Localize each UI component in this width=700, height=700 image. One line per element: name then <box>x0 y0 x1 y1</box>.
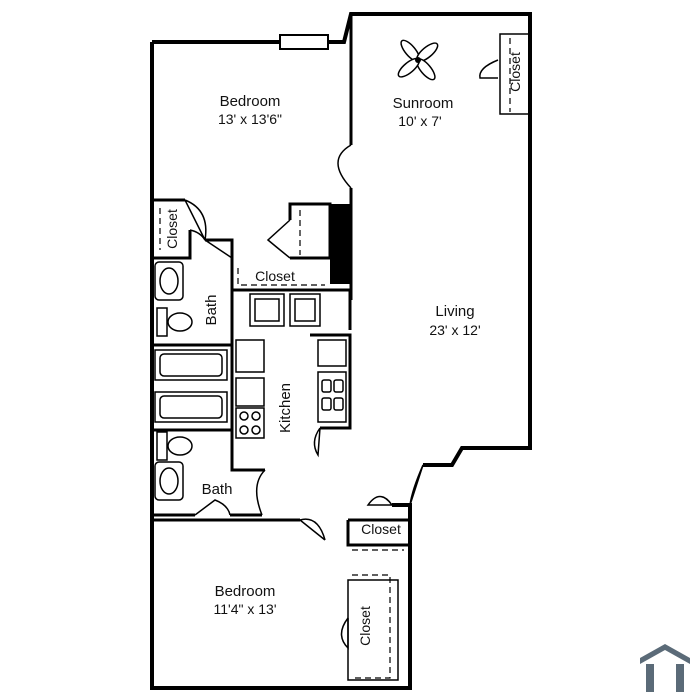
bathtub-lower <box>154 391 228 423</box>
stove <box>235 407 265 439</box>
bedroom2-size: 11'4" x 13' <box>214 601 277 617</box>
closet-hall-label: Closet <box>255 268 295 284</box>
labels: Bedroom 13' x 13'6" Sunroom 10' x 7' Liv… <box>164 52 523 646</box>
closet-bedroom1-side-label: Closet <box>164 209 180 249</box>
refrigerator <box>235 339 265 373</box>
bedroom1-size: 13' x 13'6" <box>218 111 282 127</box>
interior-walls <box>150 14 410 547</box>
closet-details <box>159 33 531 681</box>
kitchen-name: Kitchen <box>277 383 294 433</box>
toilet-upper <box>156 307 193 337</box>
kitchen-counter-left <box>235 377 265 407</box>
bathtub-upper <box>154 349 228 381</box>
sunroom-size: 10' x 7' <box>398 113 441 129</box>
closet-bedroom2-label: Closet <box>357 606 373 646</box>
living-size: 23' x 12' <box>429 322 480 338</box>
ceiling-fan-icon <box>397 39 439 81</box>
doors <box>184 59 499 650</box>
exterior-walls <box>150 12 532 690</box>
living-name: Living <box>435 303 474 320</box>
closet-sunroom-label: Closet <box>507 52 523 92</box>
toilet-lower <box>156 431 193 461</box>
bath-lower-name: Bath <box>202 481 233 498</box>
sunroom-name: Sunroom <box>393 95 454 112</box>
fixtures <box>154 261 347 501</box>
home-icon <box>640 644 690 692</box>
bath-upper-name: Bath <box>203 295 220 326</box>
fireplace <box>330 204 350 284</box>
bedroom1-name: Bedroom <box>220 93 281 110</box>
window <box>279 34 329 50</box>
bedroom2-name: Bedroom <box>215 583 276 600</box>
closet-entry-label: Closet <box>361 521 401 537</box>
dishwasher <box>317 339 347 367</box>
